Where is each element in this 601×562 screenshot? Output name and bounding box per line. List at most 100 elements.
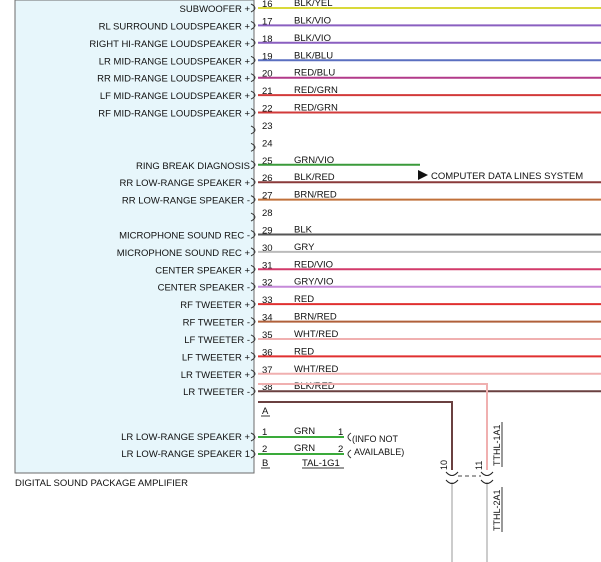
pin-number: 28: [262, 208, 273, 219]
wire-color-code: BRN/RED: [294, 312, 337, 323]
arrow-right-icon: [418, 170, 428, 180]
pin-number: 27: [262, 191, 273, 202]
pin-function-label: LF TWEETER +: [182, 352, 251, 363]
terminal-icon: [250, 55, 256, 65]
pin-function-label: MICROPHONE SOUND REC -: [119, 231, 250, 242]
far-end-pin-number: 2: [338, 444, 343, 455]
pin-number: 35: [262, 330, 273, 341]
pin-number: 25: [262, 156, 273, 167]
pin-function-label: RR MID-RANGE LOUDSPEAKER +: [97, 74, 250, 85]
info-note-line1: (INFO NOT: [352, 434, 398, 444]
pin-10-label: 10: [439, 460, 449, 470]
pin-function-label: SUBWOOFER +: [180, 4, 251, 15]
terminal-icon: [250, 108, 256, 117]
pin-number: 21: [262, 86, 273, 97]
connector-b-ref: TAL-1G1: [302, 458, 340, 469]
main-connector: SUBWOOFER + 16 BLK/YEL RL SURROUND LOUDSPEA…: [89, 0, 601, 398]
terminal-icon: [250, 264, 256, 274]
pin-number: 33: [262, 295, 273, 306]
terminal-icon: [250, 230, 256, 239]
inline-connector-11-bottom: [480, 479, 494, 484]
wire-color-code: RED/BLU: [294, 68, 335, 79]
terminal-icon: [250, 247, 256, 257]
pin-number: 36: [262, 347, 273, 358]
wire-color-code: RED: [294, 346, 314, 357]
ref-lower-label: TTHL-2A1: [492, 489, 502, 531]
terminal-icon: [250, 334, 256, 344]
pin-row: RR MID-RANGE LOUDSPEAKER + 20 RED/BLU: [97, 68, 601, 85]
terminal-icon: [250, 20, 256, 30]
pin-function-label: CENTER SPEAKER -: [158, 283, 250, 294]
terminal-icon: [250, 38, 256, 48]
terminal-icon: [250, 449, 256, 459]
amplifier-box: [14, 0, 255, 474]
pin-row: 24: [250, 138, 273, 152]
ref-upper-label: TTHL-1A1: [492, 424, 502, 466]
wire-color-code: GRN/VIO: [294, 155, 334, 166]
terminal-icon: [250, 195, 256, 205]
info-note-line2: AVAILABLE): [354, 447, 404, 457]
wire-color-code: GRY: [294, 242, 315, 253]
inline-connector-11-top: [480, 471, 494, 476]
wire-color-code: BLK/YEL: [294, 0, 333, 9]
wire-color-code: GRN: [294, 426, 315, 437]
connector-b-label: B: [262, 458, 268, 469]
far-terminal-icon: [347, 449, 352, 459]
far-terminal-icon: [347, 432, 352, 442]
pin-function-label: LR TWEETER +: [181, 370, 251, 381]
far-end-pin-number: 1: [338, 427, 343, 438]
wire-color-code: BLK/RED: [294, 172, 335, 183]
pin-function-label: RING BREAK DIAGNOSIS: [136, 161, 250, 172]
wire-color-code: WHT/RED: [294, 329, 338, 340]
terminal-icon: [250, 177, 256, 187]
pin-number: 26: [262, 173, 273, 184]
terminal-icon: [250, 212, 256, 222]
terminal-icon: [250, 351, 256, 361]
terminal-icon: [250, 386, 256, 396]
wire-pin38-drop: [258, 401, 453, 470]
wire-color-code: BLK/VIO: [294, 33, 331, 44]
wire-color-code: BLK/VIO: [294, 15, 331, 26]
pin-number: 18: [262, 34, 273, 45]
pin-11-label: 11: [474, 461, 484, 470]
terminal-icon: [250, 299, 256, 309]
pin-function-label: LF TWEETER -: [184, 335, 250, 346]
terminal-icon: [250, 317, 256, 327]
wire-color-code: BLK: [294, 225, 313, 236]
arrow-destination-label: COMPUTER DATA LINES SYSTEM: [431, 171, 583, 182]
wire-color-code: BLK/BLU: [294, 50, 333, 61]
wire-color-code: RED/VIO: [294, 259, 333, 270]
terminal-icon: [250, 160, 256, 170]
pin-row: LF TWEETER + 36 RED: [182, 346, 601, 363]
pin-function-label: RF TWEETER +: [180, 300, 250, 311]
pin-function-label: LR TWEETER -: [183, 387, 250, 398]
wire-color-code: GRN: [294, 443, 315, 454]
pin-function-label: MICROPHONE SOUND REC +: [117, 248, 251, 259]
pin-number: 31: [262, 260, 273, 271]
pin-number: 34: [262, 313, 273, 324]
terminal-icon: [250, 282, 256, 292]
pin-function-label: LF MID-RANGE LOUDSPEAKER +: [100, 91, 251, 102]
pin-row: RING BREAK DIAGNOSIS 25 GRN/VIO: [136, 155, 420, 172]
pin-number: 16: [262, 0, 273, 10]
pin-number: 20: [262, 69, 273, 80]
terminal-icon: [250, 73, 256, 83]
terminal-icon: [250, 369, 256, 379]
wire-color-code: WHT/RED: [294, 364, 338, 375]
wire-color-code: BLK/RED: [294, 381, 335, 392]
wire-pin37-drop: [258, 383, 488, 470]
pin-function-label: LR MID-RANGE LOUDSPEAKER +: [99, 56, 251, 67]
